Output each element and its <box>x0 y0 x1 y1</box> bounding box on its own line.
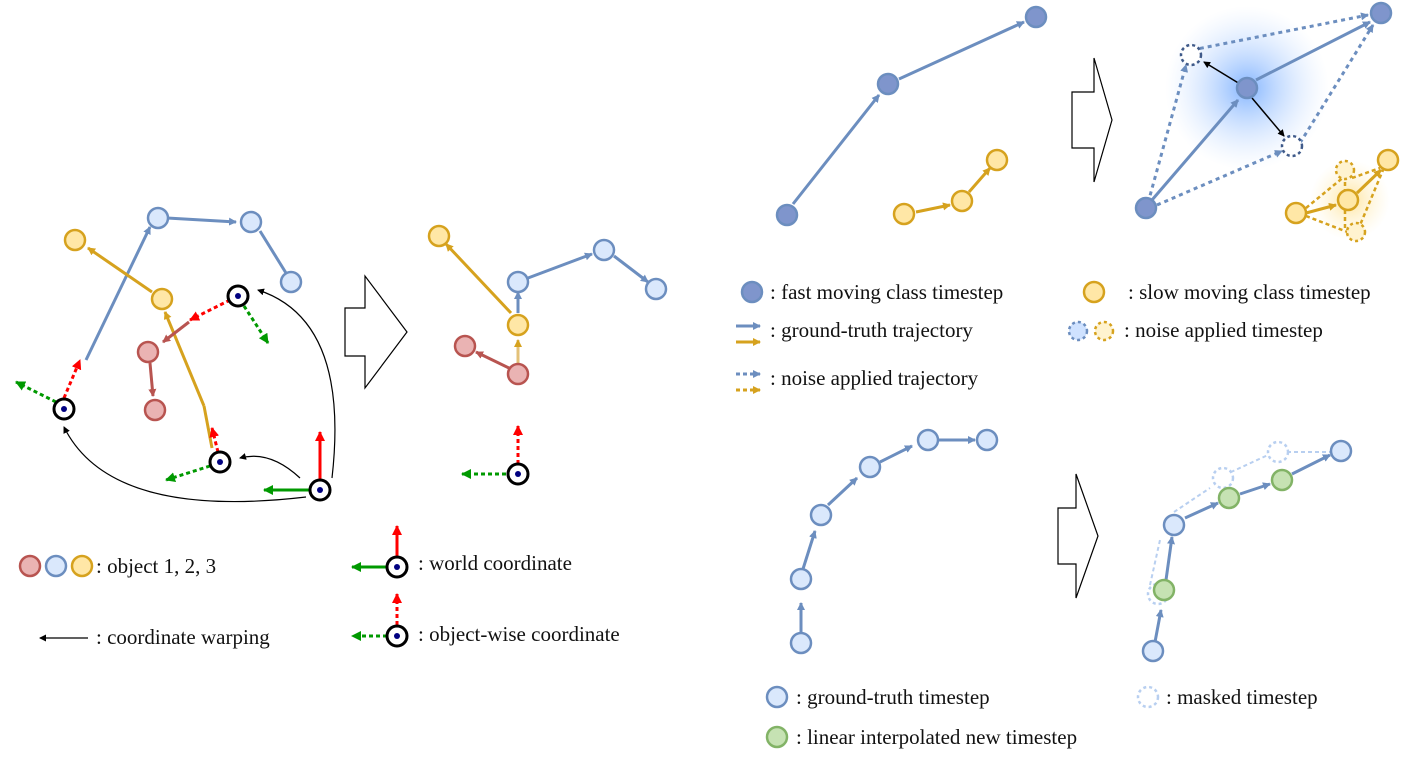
legend-warping-label: : coordinate warping <box>96 625 270 649</box>
noise-legend: : fast moving class timestep : slow movi… <box>736 280 1371 394</box>
gt-trajectory-icon <box>736 322 761 346</box>
yellow-node <box>150 287 174 311</box>
object-wise-legend-icon <box>351 593 409 648</box>
legend-gt-timestep-label: : ground-truth timestep <box>796 685 990 709</box>
slow-timestep-icon <box>1082 280 1106 304</box>
legend-world-label: : world coordinate <box>418 551 572 575</box>
blue-node <box>146 206 170 230</box>
transform-arrow <box>344 274 408 390</box>
coordinate-warping-scene <box>15 206 336 503</box>
object-legend-icon <box>18 554 94 578</box>
yellow-object-trajectory <box>87 246 214 449</box>
noise-after-scene <box>1134 1 1400 243</box>
blue-node <box>239 210 263 234</box>
red-node <box>143 398 167 422</box>
yellow-node <box>63 228 87 252</box>
legend-noise-timestep-label: : noise applied timestep <box>1124 318 1323 342</box>
legend-masked-label: : masked timestep <box>1166 685 1318 709</box>
world-frame <box>263 431 332 502</box>
fast-timestep-icon <box>740 280 764 304</box>
warped-scene <box>427 224 668 486</box>
blue-object-trajectory <box>84 216 288 361</box>
red-node <box>136 340 160 364</box>
left-nodes <box>63 206 303 422</box>
mask-legend: : ground-truth timestep : masked timeste… <box>765 685 1318 749</box>
gt-timestep-icon <box>765 685 789 709</box>
masked-timestep-icon <box>1136 685 1160 709</box>
legend-interp-label: : linear interpolated new timestep <box>796 725 1077 749</box>
mask-after-scene <box>1141 439 1353 663</box>
legend-noise-trajectory-label: : noise applied trajectory <box>770 366 979 390</box>
object-frame-red <box>189 284 270 344</box>
left-legend: : object 1, 2, 3 : coordinate warping : … <box>18 525 620 649</box>
object-frame-blue <box>15 359 82 421</box>
object-frame-yellow <box>165 427 232 483</box>
noise-timestep-icon <box>1067 320 1115 342</box>
legend-fast-label: : fast moving class timestep <box>770 280 1003 304</box>
transform-arrow <box>1071 57 1113 183</box>
world-legend-icon <box>351 525 409 579</box>
legend-objects-label: : object 1, 2, 3 <box>96 554 216 578</box>
warping-curves <box>63 288 336 503</box>
mask-before-scene <box>789 428 999 655</box>
transform-arrow <box>1057 473 1099 599</box>
legend-gt-trajectory-label: : ground-truth trajectory <box>770 318 973 342</box>
noise-trajectory-icon <box>736 370 761 394</box>
noise-before-scene <box>775 5 1048 227</box>
interpolated-timestep-icon <box>765 725 789 749</box>
legend-object-wise-label: : object-wise coordinate <box>418 622 620 646</box>
blue-node <box>279 270 303 294</box>
legend-slow-label: : slow moving class timestep <box>1128 280 1371 304</box>
red-object-trajectory <box>148 320 190 397</box>
